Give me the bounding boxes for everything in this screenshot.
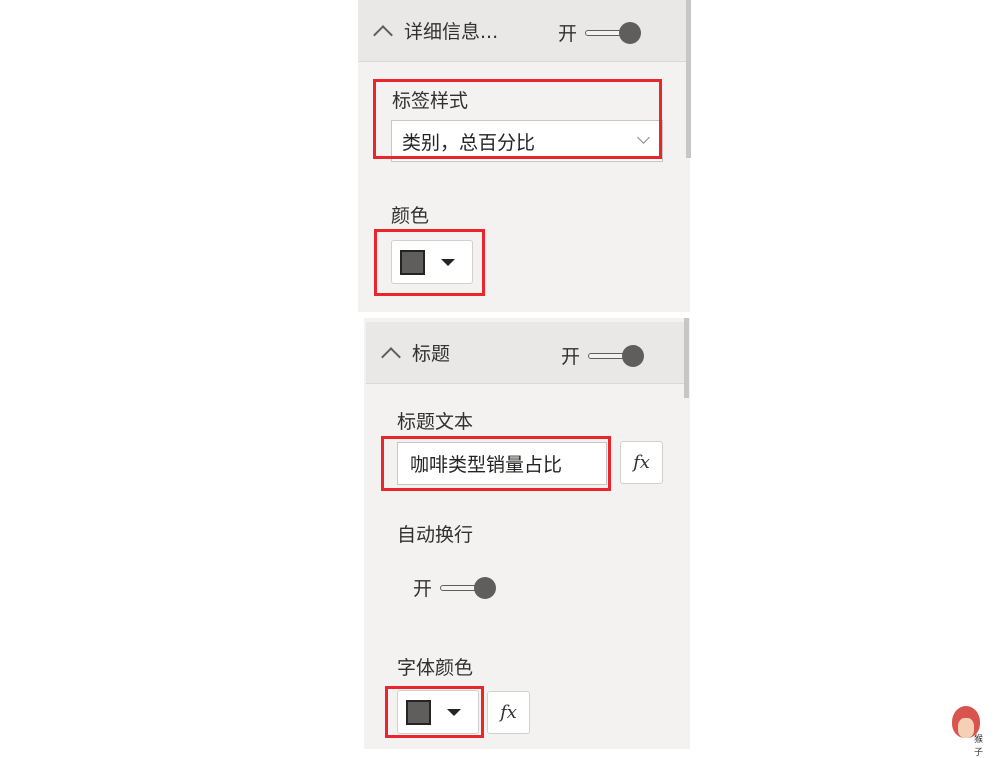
title-text-input[interactable]: 咖啡类型销量占比 [397,442,607,485]
toggle-label: 开 [413,578,433,600]
section-title: 标题 [412,343,451,365]
title-text-value: 咖啡类型销量占比 [410,454,563,476]
caret-down-icon [441,258,455,266]
format-pane-title [364,318,690,749]
font-color-label: 字体颜色 [397,657,474,679]
toggle-knob[interactable] [622,344,645,367]
font-color-picker-button[interactable] [397,690,479,734]
monkey-face-inner [958,718,974,738]
callout-pointer [462,312,482,322]
title-text-label: 标题文本 [397,411,474,433]
chevron-down-icon [637,131,650,144]
title-fx-button[interactable]: fx [620,441,663,484]
toggle-label: 开 [561,346,581,368]
caret-down-icon [447,708,461,716]
label-style-dropdown[interactable]: 类别，总百分比 [391,120,663,162]
toggle-knob[interactable] [619,21,642,44]
section-title: 详细信息... [404,21,499,43]
details-toggle[interactable] [585,21,642,44]
fx-icon: fx [500,702,517,723]
scrollbar[interactable] [686,0,691,158]
label-style-label: 标签样式 [392,90,469,112]
word-wrap-toggle-group: 开 [413,574,497,601]
watermark-text: 猴子 [974,735,984,758]
color-label: 颜色 [391,205,430,227]
chevron-up-icon[interactable] [373,24,393,45]
word-wrap-label: 自动换行 [397,524,474,546]
details-toggle-group: 开 [558,19,642,46]
title-toggle-group: 开 [561,342,645,369]
chevron-up-icon[interactable] [381,346,401,367]
color-swatch [406,699,431,725]
monkey-logo: 猴子 [946,706,990,758]
scrollbar[interactable] [684,318,689,398]
fx-icon: fx [633,452,650,473]
color-swatch [400,249,425,275]
font-color-fx-button[interactable]: fx [487,691,530,734]
toggle-label: 开 [558,23,578,45]
toggle-knob[interactable] [474,576,497,599]
title-toggle[interactable] [588,344,645,367]
color-picker-button[interactable] [391,240,473,284]
label-style-value: 类别，总百分比 [402,131,536,154]
word-wrap-toggle[interactable] [440,576,497,599]
